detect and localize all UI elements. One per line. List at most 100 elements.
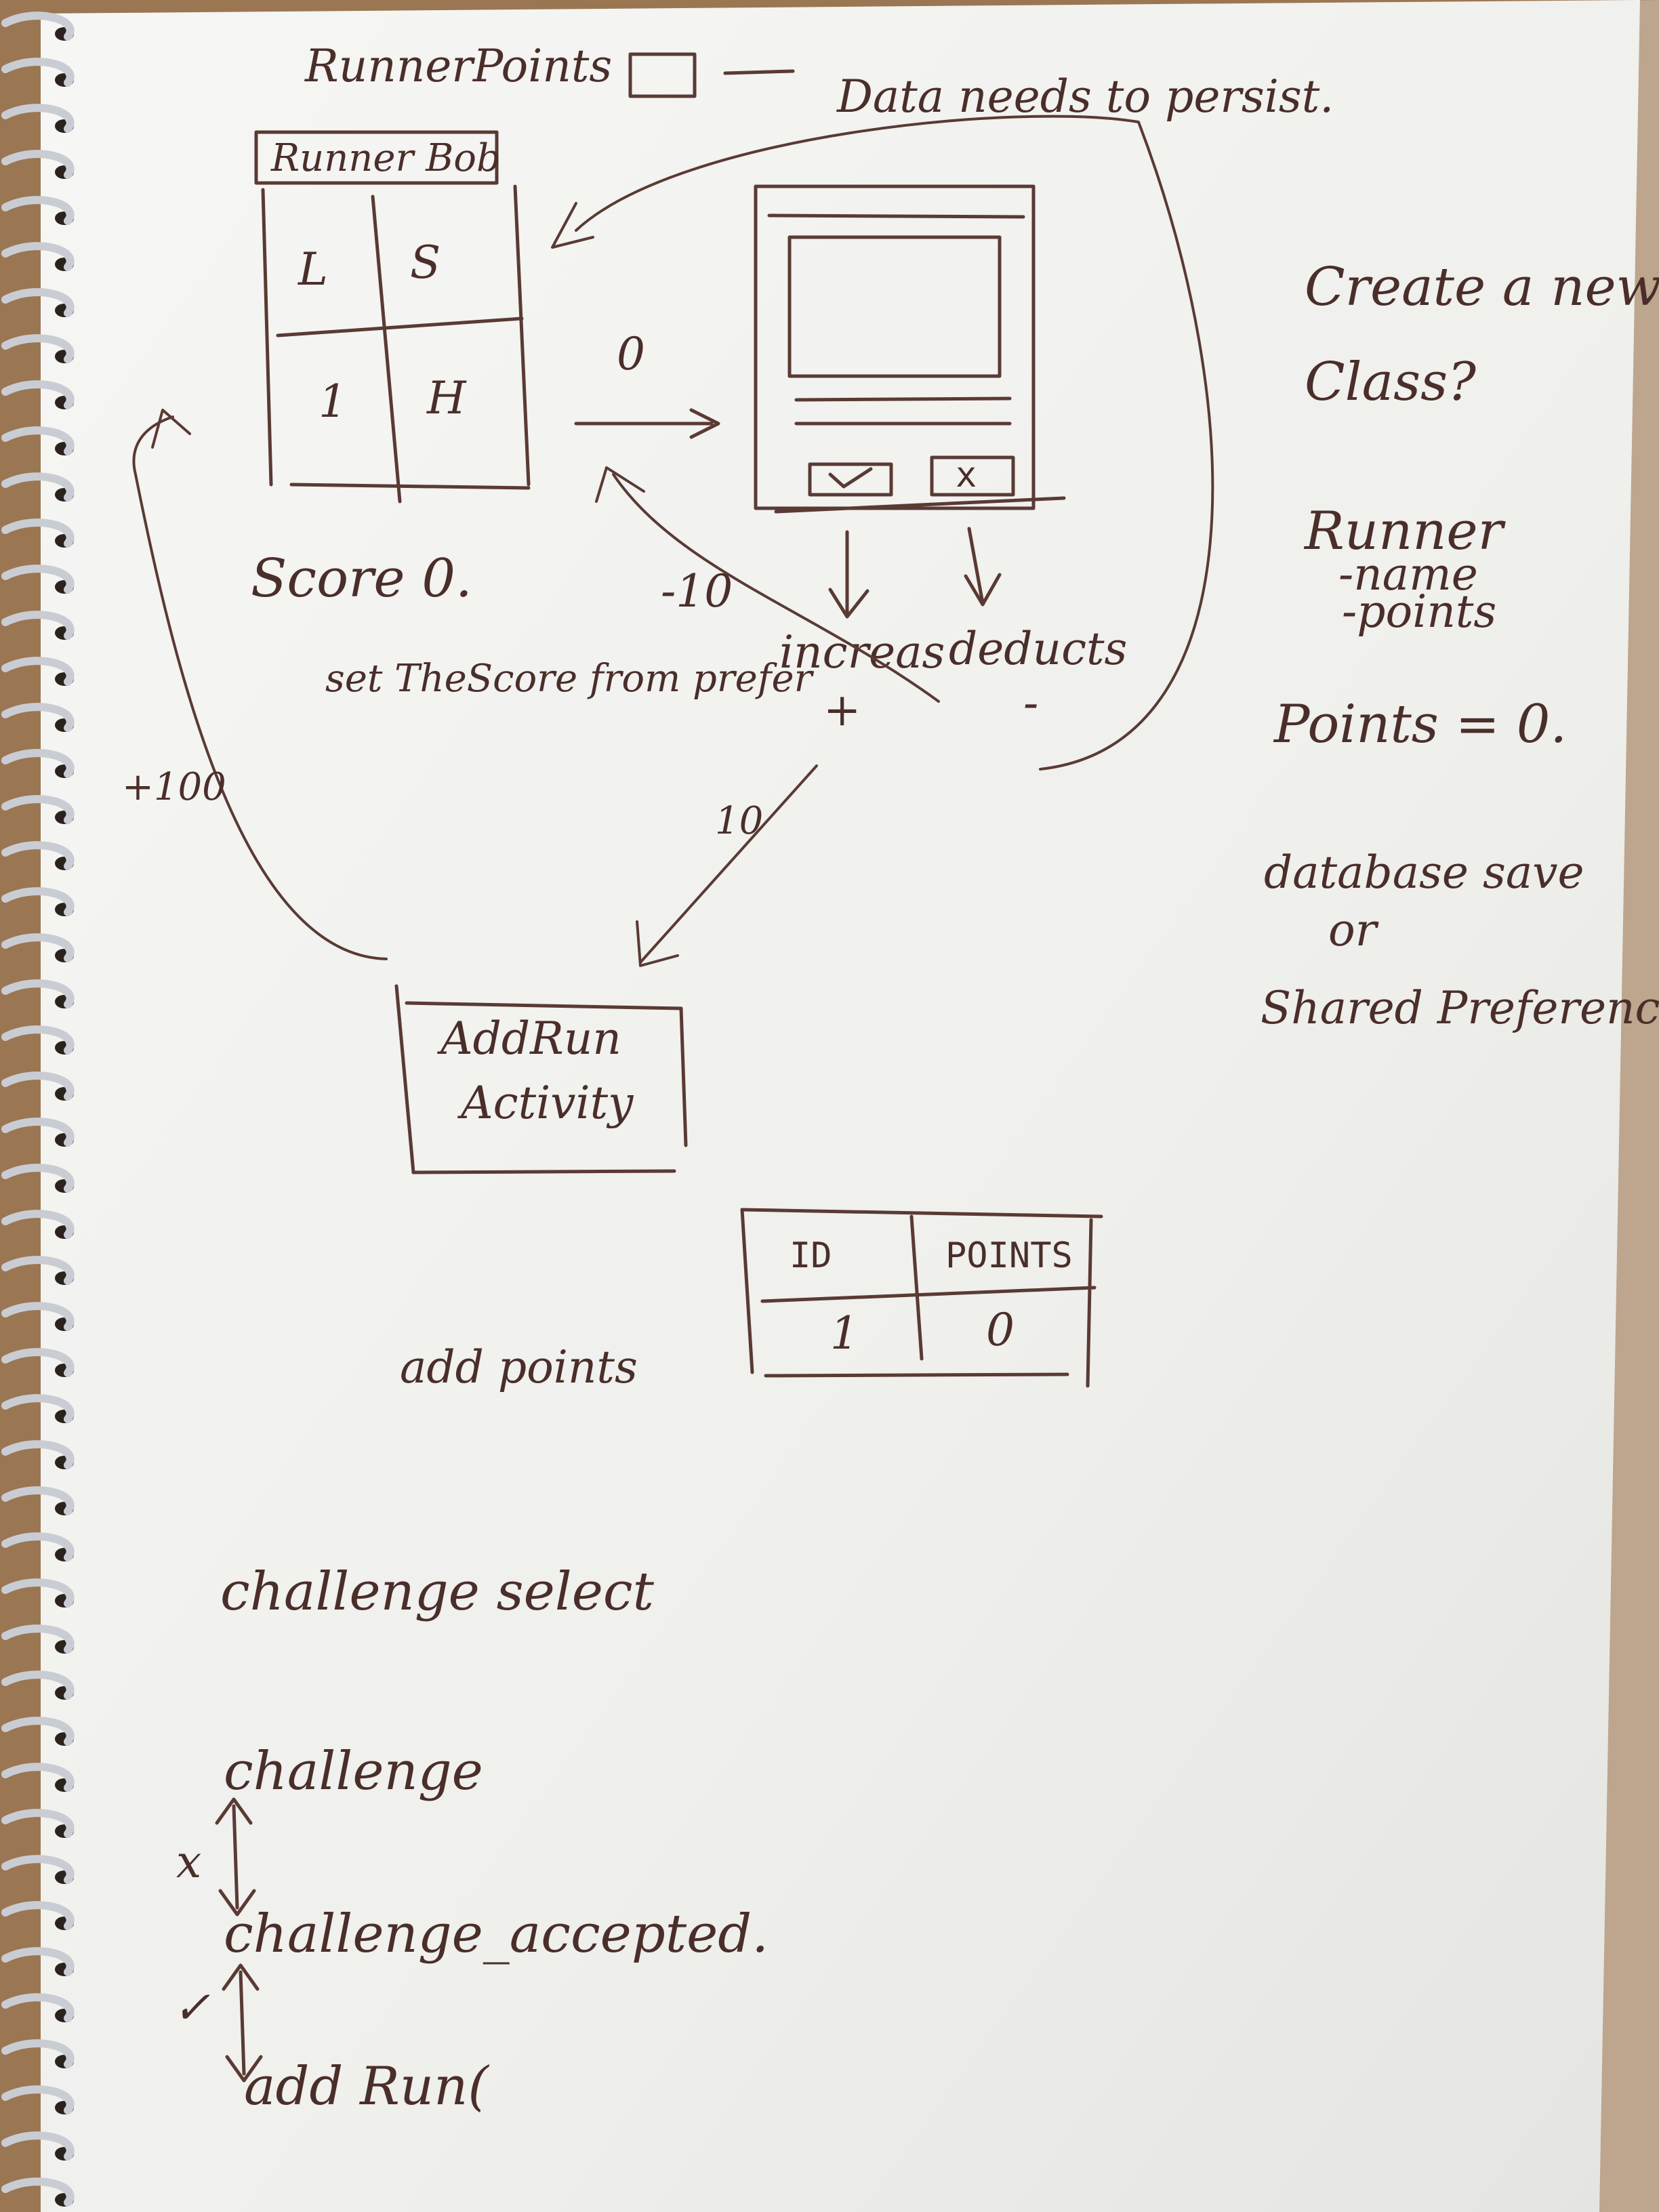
binding-ring — [1, 1025, 75, 1054]
table-right-line — [1086, 1218, 1093, 1388]
deducts-label: deducts — [949, 623, 1127, 675]
binding-ring — [1, 426, 75, 455]
binding-ring — [1, 1394, 75, 1423]
binding-ring — [1, 841, 75, 870]
binding-ring — [1, 334, 75, 363]
add-run-text: add Run( — [244, 2056, 489, 2117]
binding-ring — [1, 1118, 75, 1147]
binding-ring — [1, 12, 75, 41]
reject-button-x: x — [956, 455, 977, 495]
phone-top-bar — [767, 213, 1025, 219]
binding-ring — [1, 242, 75, 271]
challenge-select-text: challenge select — [220, 1561, 655, 1622]
points-table: ID POINTS 1 0 — [740, 1208, 1103, 1388]
phone-outline — [754, 184, 1036, 510]
table-header-line — [760, 1286, 1097, 1303]
binding-ring — [1, 887, 75, 916]
table-top-line — [740, 1208, 1103, 1218]
binding-ring — [1, 288, 75, 317]
table-cell-id: 1 — [830, 1307, 859, 1359]
binding-ring — [1, 1348, 75, 1377]
binding-ring — [1, 1302, 75, 1331]
note-or: or — [1328, 904, 1379, 956]
binding-ring — [1, 1578, 75, 1607]
set-score-text: set TheScore from prefer — [325, 657, 815, 701]
binding-ring — [1, 703, 75, 732]
binding-ring — [1, 472, 75, 501]
note-create: Create a new — [1305, 257, 1659, 318]
challenge-accepted-text: challenge_accepted. — [224, 1904, 769, 1965]
grid-right-line — [513, 184, 531, 487]
note-points-zero: Points = 0. — [1273, 694, 1567, 755]
edge-zero-label: 0 — [617, 328, 645, 380]
binding-ring — [1, 1947, 75, 1976]
ten-arrow-head — [636, 920, 679, 967]
binding-ring — [1, 1210, 75, 1239]
binding-ring — [1, 2085, 75, 2114]
notebook-page — [41, 0, 1640, 2212]
table-bottom-line — [764, 1372, 1069, 1378]
binding-ring — [1, 104, 75, 133]
binding-ring — [1, 150, 75, 179]
deduct-arrow-head — [964, 573, 1002, 607]
binding-ring — [1, 196, 75, 225]
plus-hundred-curve — [132, 415, 388, 960]
note-runner: Runner — [1303, 501, 1507, 562]
grid-cell-s: S — [410, 237, 441, 289]
table-mid-line — [909, 1214, 924, 1361]
binding-ring — [1, 1855, 75, 1884]
arrow-to-phone-head — [689, 408, 720, 439]
grid-cell-h: H — [426, 372, 467, 424]
binding-ring — [1, 1071, 75, 1101]
accept-button — [808, 462, 893, 497]
challenge-text: challenge — [224, 1741, 483, 1802]
phone-line-1 — [794, 396, 1012, 402]
score-text: Score 0. — [251, 548, 472, 609]
note-class: Class? — [1305, 352, 1477, 413]
runner-box-title: Runner Bob — [270, 136, 501, 180]
binding-ring — [1, 1717, 75, 1746]
table-left-line — [740, 1208, 754, 1374]
cross-mark: x — [176, 1836, 201, 1888]
grid-left-line — [261, 188, 273, 487]
binding-ring — [1, 1993, 75, 2022]
grid-mid-line — [371, 194, 402, 504]
minus-ten-curve — [612, 473, 940, 703]
binding-ring — [1, 749, 75, 778]
binding-ring — [1, 1486, 75, 1515]
ten-label: 10 — [715, 799, 763, 843]
binding-ring — [1, 2131, 75, 2160]
reject-button — [930, 455, 1015, 497]
runner-box-header — [254, 130, 499, 185]
plus-label: + — [823, 684, 861, 736]
challenge-arrow-1-down — [218, 1889, 256, 1917]
check-mark: ✓ — [173, 1982, 210, 2034]
addrun-label-2: Activity — [457, 1077, 634, 1129]
binding-ring — [1, 795, 75, 824]
grid-cell-l: L — [298, 243, 328, 295]
persist-loop-arrow-head — [551, 202, 594, 249]
binding-ring — [1, 518, 75, 548]
binding-ring — [1, 1164, 75, 1193]
increase-arrow-head — [828, 588, 869, 619]
minus-label: - — [1023, 677, 1038, 729]
plus-hundred-label: +100 — [122, 765, 226, 809]
addrun-box-left — [394, 984, 415, 1174]
binding-ring — [1, 58, 75, 87]
grid-cross-line — [276, 316, 524, 337]
binding-ring — [1, 2177, 75, 2207]
note-shared-prefs: Shared Preferences — [1261, 982, 1659, 1034]
persist-note: Data needs to persist. — [836, 70, 1334, 123]
binding-ring — [1, 1532, 75, 1561]
addrun-box-bottom — [411, 1169, 676, 1174]
binding-ring — [1, 1763, 75, 1792]
challenge-arrow-2-up — [222, 1963, 260, 1991]
addrun-box-top — [405, 1001, 683, 1010]
binding-ring — [1, 1624, 75, 1654]
minus-ten-arrow-head — [595, 466, 645, 503]
phone-screen — [787, 235, 1002, 378]
binding-ring — [1, 380, 75, 409]
binding-ring — [1, 1809, 75, 1838]
